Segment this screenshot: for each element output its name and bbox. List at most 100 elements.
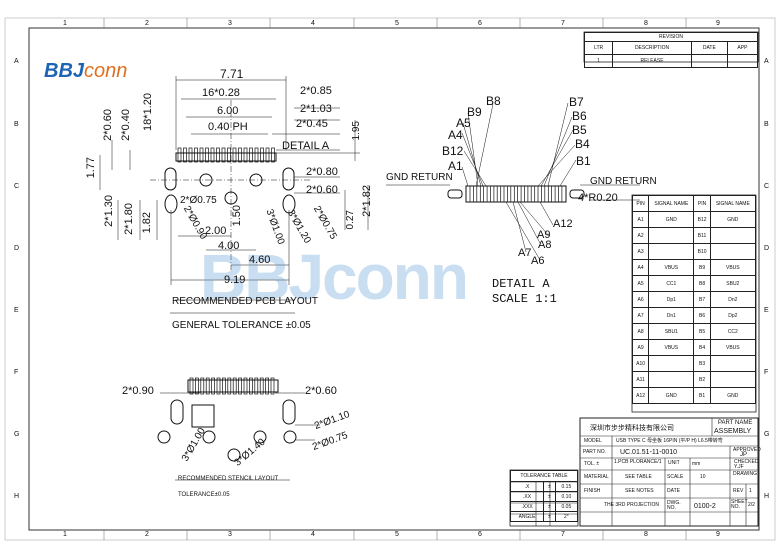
- pcb-pad: [260, 147, 264, 163]
- row-label: G: [764, 431, 770, 438]
- pin-callout: B9: [467, 105, 482, 119]
- pin-number-cell: B2: [693, 371, 711, 388]
- detail-pad: [524, 185, 529, 203]
- col-label: 1: [63, 531, 67, 538]
- detail-pad: [483, 185, 488, 203]
- signal-name-cell: [648, 243, 695, 260]
- dim-label: 2*1.30: [103, 195, 115, 227]
- row-label: D: [764, 245, 770, 252]
- stencil-pad: [195, 377, 199, 395]
- row-label: G: [14, 431, 20, 438]
- detail-pad: [496, 185, 502, 203]
- scale-label: SCALE: [667, 474, 684, 480]
- pin-callout: B8: [486, 94, 501, 108]
- dim-label: 0.40 PH: [208, 121, 248, 133]
- pin-callout: A8: [538, 239, 552, 251]
- pin-number-cell: B12: [693, 211, 711, 228]
- signal-name-cell: GND: [648, 211, 695, 228]
- dim-label: 1.77: [85, 157, 97, 179]
- pin-header: PIN: [693, 195, 711, 212]
- logo-main: BBJ: [44, 60, 85, 82]
- pin-number-cell: B3: [693, 355, 711, 372]
- projection-label: THE 3RD PROJECTION: [604, 502, 660, 508]
- dim-label: 4.60: [249, 254, 271, 266]
- pin-callout: A9: [537, 229, 551, 241]
- row-label: C: [764, 183, 770, 190]
- dim-label: 2*Ø0.75: [180, 195, 217, 206]
- stencil-pad: [227, 377, 232, 395]
- stencil-pad: [222, 377, 226, 395]
- pin-number-cell: A4: [631, 259, 650, 276]
- signal-name-cell: Dn1: [648, 307, 695, 324]
- signal-name-cell: GND: [648, 387, 695, 404]
- approved-label: APPROVED: [733, 447, 761, 453]
- col-label: 8: [644, 531, 648, 538]
- gnd-return-right: GND RETURN: [590, 176, 657, 187]
- checked-label: CHECKED: [734, 459, 759, 465]
- detail-pad: [544, 185, 549, 203]
- pin-number-cell: B8: [693, 275, 711, 292]
- detail-pad: [530, 185, 536, 203]
- stencil-pad: [211, 377, 215, 395]
- signal-name-cell: [648, 371, 695, 388]
- detail-title: DETAIL A: [492, 277, 550, 291]
- pin-callout: B12: [442, 144, 464, 158]
- stencil-pad: [254, 377, 259, 395]
- tolerance-row: .X±0.15: [509, 481, 579, 492]
- row-label: H: [764, 493, 770, 500]
- col-label: 8: [644, 20, 648, 27]
- col-label: 1: [63, 20, 67, 27]
- dim-label: 18*1.20: [142, 93, 154, 131]
- row-label: A: [14, 58, 19, 65]
- signal-name-cell: VBUS: [648, 259, 695, 276]
- part-no-value: UC.01.51-11-0010: [620, 449, 678, 456]
- pin-callout: A12: [553, 218, 573, 230]
- part-name-value: ASSEMBLY: [714, 428, 752, 435]
- unit-label: UNIT: [668, 460, 680, 466]
- col-label: 5: [395, 20, 399, 27]
- revision-cell: [726, 54, 759, 68]
- dwg-label: DWG. NO.: [667, 500, 681, 511]
- pin-number-cell: A11: [631, 371, 650, 388]
- revision-table: REVISION LTR DESCRIPTION DATE APP 1 RELE…: [583, 32, 759, 68]
- col-label: 6: [478, 20, 482, 27]
- stencil-pad: [249, 377, 253, 395]
- pin-number-cell: A7: [631, 307, 650, 324]
- detail-pad: [537, 185, 542, 203]
- tolerance-cell: 0.05: [554, 501, 579, 512]
- row-label: H: [14, 493, 20, 500]
- revision-header: DATE: [690, 41, 728, 55]
- date-label: DATE: [667, 488, 680, 494]
- signal-name-cell: [648, 227, 695, 244]
- dim-label: 9.19: [224, 274, 246, 286]
- signal-name-cell: CC2: [709, 323, 757, 340]
- dim-label: 16*0.28: [202, 87, 240, 99]
- pin-number-cell: A6: [631, 291, 650, 308]
- tolerance-title: TOLERANCE TABLE: [510, 470, 578, 482]
- tolerance-cell: ±: [543, 491, 556, 502]
- tolerance-cell: 2°: [554, 511, 579, 522]
- row-label: E: [14, 307, 19, 314]
- pin-callout: B1: [576, 154, 591, 168]
- pin-number-cell: A10: [631, 355, 650, 372]
- dim-label: 0.27: [345, 210, 356, 230]
- dim-label: 2*0.60: [305, 385, 337, 397]
- pin-callout: A6: [531, 255, 545, 267]
- pcb-pad-row: [175, 152, 277, 162]
- detail-pad: [510, 185, 515, 203]
- scale-value: 10: [700, 474, 706, 480]
- dim-label: 1.50: [231, 205, 243, 227]
- pin-callout: A5: [456, 116, 471, 130]
- dim-label: 2*0.40: [120, 109, 132, 141]
- dim-label: 2*0.45: [296, 118, 328, 130]
- pin-number-cell: A1: [631, 211, 650, 228]
- pin-number-cell: A12: [631, 387, 650, 404]
- pin-number-cell: B10: [693, 243, 711, 260]
- signal-name-cell: VBUS: [709, 259, 757, 276]
- col-label: 3: [228, 531, 232, 538]
